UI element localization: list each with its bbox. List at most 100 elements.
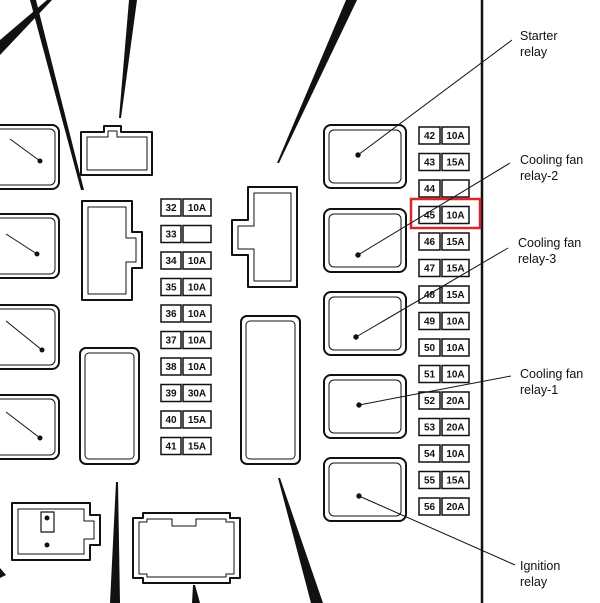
fuse-number: 54 <box>424 449 436 460</box>
fuse-54: 54 10A <box>418 444 470 463</box>
fuse-number-cell <box>418 258 441 278</box>
fuse-rating: 20A <box>446 423 464 434</box>
fuse-rating: 30A <box>188 389 206 400</box>
fuse-number-cell <box>160 277 182 297</box>
left-connector <box>81 200 143 301</box>
fuse-rating-cell <box>182 357 212 376</box>
fuse-50: 50 10A <box>418 338 470 357</box>
fuse-number: 49 <box>424 317 436 328</box>
fuse-rating-cell <box>441 258 470 278</box>
fuse-rating-cell <box>182 224 212 244</box>
fuse-rating-cell <box>441 205 470 225</box>
fuse-number: 37 <box>165 336 177 347</box>
fuse-rating: 20A <box>446 502 464 513</box>
fuse-number: 45 <box>424 211 436 222</box>
fuse-rating: 10A <box>188 283 206 294</box>
fuse-rating-cell <box>182 304 212 323</box>
fuse-number: 56 <box>424 502 436 513</box>
fuse-rating-cell <box>182 436 212 456</box>
cooling-fan-relay-2-label: Cooling fan relay-2 <box>520 153 587 183</box>
fuse-rating-cell <box>441 126 470 145</box>
fuse-rating: 20A <box>446 396 464 407</box>
fuse-rating-cell <box>441 338 470 357</box>
fuse-rating: 10A <box>188 256 206 267</box>
fuse-number-cell <box>160 410 182 429</box>
fuse-number-cell <box>418 205 441 225</box>
cooling-fan-relay-1 <box>323 374 407 439</box>
fuse-rating-cell <box>182 251 212 270</box>
fuse-rating-cell <box>441 232 470 251</box>
ignition-relay-label: Ignition relay <box>520 559 564 589</box>
fuse-rating: 10A <box>446 370 464 381</box>
fuse-number: 40 <box>165 415 177 426</box>
ignition-relay <box>323 457 407 522</box>
fuse-number-cell <box>418 470 441 490</box>
fuse-number: 44 <box>424 184 436 195</box>
divider-wedge <box>277 0 357 163</box>
fuse-number-cell <box>160 251 182 270</box>
fuse-rating-cell <box>441 444 470 463</box>
fuse-56: 56 20A <box>418 497 470 516</box>
fuse-number-cell <box>418 126 441 145</box>
fuse-rating-cell <box>441 152 470 172</box>
fuse-rating: 10A <box>446 449 464 460</box>
fuse-rating-cell <box>441 364 470 384</box>
fuse-number-cell <box>418 179 441 198</box>
fuse-rating: 15A <box>446 264 464 275</box>
fuse-number-cell <box>160 224 182 244</box>
fuse-rating-cell <box>441 417 470 437</box>
divider-wedge <box>110 482 120 603</box>
fuse-rating-cell <box>182 383 212 403</box>
fuse-number: 35 <box>165 283 177 294</box>
left-relay <box>0 124 60 190</box>
top-connector <box>80 125 153 176</box>
fuse-rating-cell <box>441 285 470 304</box>
fuse-number-cell <box>418 444 441 463</box>
fuse-rating-cell <box>441 391 470 410</box>
fuse-rating: 10A <box>188 203 206 214</box>
fuse-32: 32 10A <box>160 198 212 217</box>
fuse-number-cell <box>418 364 441 384</box>
divider-wedge <box>192 585 200 603</box>
cooling-fan-relay-2 <box>323 208 407 273</box>
fuse-number-cell <box>418 338 441 357</box>
fuse-40: 40 15A <box>160 410 212 429</box>
fuse-number: 39 <box>165 389 177 400</box>
cooling-fan-relay-1-label: Cooling fan relay-1 <box>520 367 587 397</box>
fuse-53: 53 20A <box>418 417 470 437</box>
fuse-number: 43 <box>424 158 436 169</box>
starter-relay-label: Starter relay <box>520 29 561 59</box>
fuse-number-cell <box>160 304 182 323</box>
divider-wedge <box>119 0 137 118</box>
fuse-number-cell <box>418 497 441 516</box>
fuse-rating: 10A <box>188 362 206 373</box>
fuse-rating-cell <box>441 470 470 490</box>
fuse-number: 50 <box>424 343 436 354</box>
fuse-number: 38 <box>165 362 177 373</box>
middle-connector <box>231 186 298 288</box>
fuse-rating: 15A <box>188 415 206 426</box>
fuse-number: 32 <box>165 203 177 214</box>
fuse-38: 38 10A <box>160 357 212 376</box>
left-relay <box>0 394 60 460</box>
fuse-rating: 10A <box>188 336 206 347</box>
fuse-rating: 15A <box>188 442 206 453</box>
fuse-number: 53 <box>424 423 436 434</box>
fuse-rating: 10A <box>446 343 464 354</box>
bottom-left-connector <box>11 502 101 561</box>
fuse-rating-cell <box>182 410 212 429</box>
fuse-35: 35 10A <box>160 277 212 297</box>
fuse-rating-cell <box>182 277 212 297</box>
fuse-rating-cell <box>441 179 470 198</box>
